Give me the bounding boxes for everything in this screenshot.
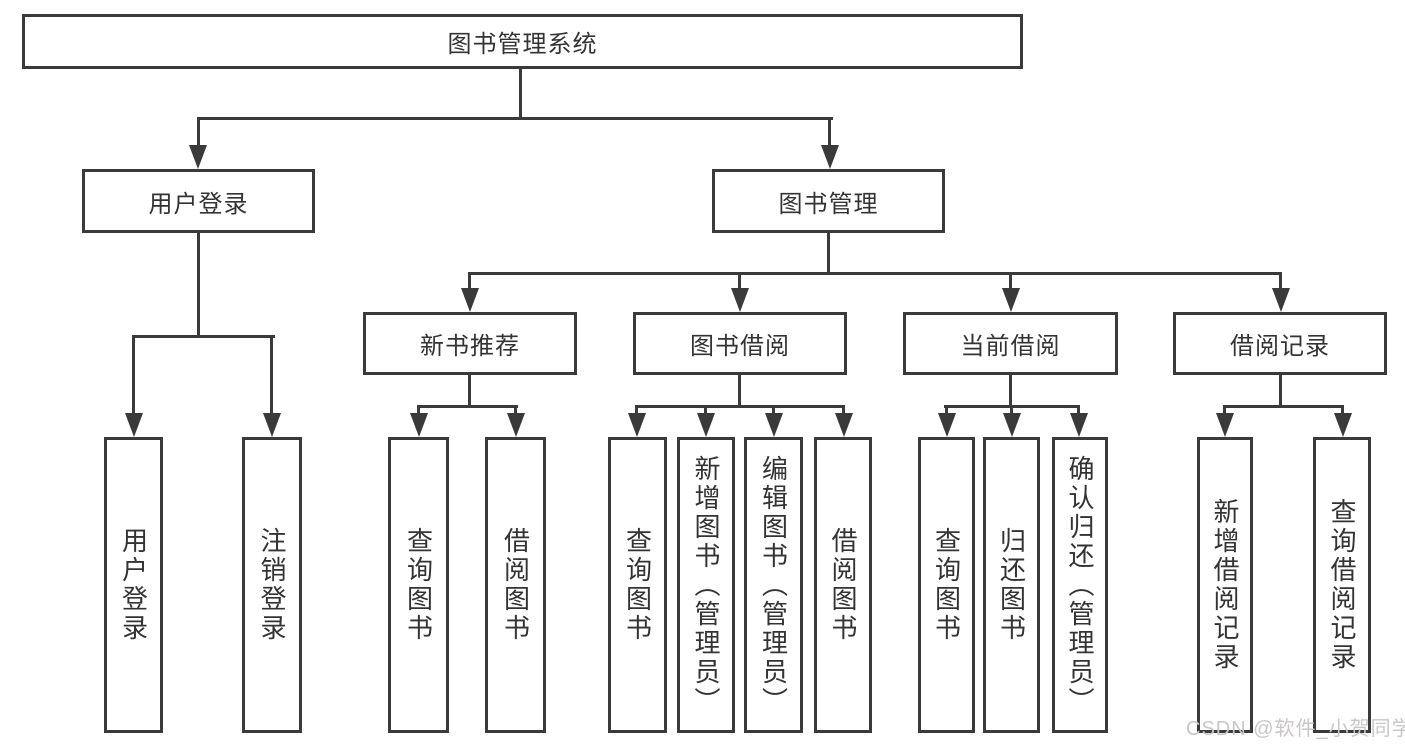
- leaf-user-login: 用户登录: [104, 437, 163, 733]
- connector-to-new-book-rec: [468, 272, 471, 295]
- leaf-bb-add-label: 新增图书（管理员）: [691, 454, 721, 716]
- arrow-down-icon: [410, 413, 428, 437]
- connector-root-split: [197, 117, 833, 120]
- leaf-nb-borrow: 借阅图书: [485, 437, 546, 733]
- connector-borrow-records-stem: [1279, 375, 1282, 408]
- arrow-down-icon: [835, 413, 853, 437]
- connector-root-stem: [519, 69, 522, 119]
- leaf-bb-query-label: 查询图书: [622, 527, 653, 643]
- arrow-down-icon: [765, 413, 783, 437]
- leaf-bb-borrow: 借阅图书: [814, 437, 872, 733]
- arrow-down-icon: [628, 413, 646, 437]
- connector-current-borrow-stem: [1009, 375, 1012, 408]
- arrow-down-icon: [507, 413, 525, 437]
- connector-user-login-split: [132, 335, 275, 338]
- arrow-down-icon: [1003, 413, 1021, 437]
- leaf-nb-query: 查询图书: [388, 437, 449, 733]
- arrow-down-icon: [1334, 413, 1352, 437]
- leaf-user-login-label: 用户登录: [118, 527, 149, 643]
- leaf-nb-borrow-label: 借阅图书: [500, 527, 531, 643]
- leaf-br-query: 查询借阅记录: [1313, 437, 1371, 733]
- node-current-borrow: 当前借阅: [903, 312, 1118, 375]
- leaf-bb-edit-label: 编辑图书（管理员）: [758, 454, 789, 716]
- connector-to-leaf-logout: [270, 335, 273, 421]
- node-borrow-records-label: 借阅记录: [1230, 333, 1330, 360]
- connector-to-borrow-records: [1279, 272, 1282, 295]
- leaf-cb-query-label: 查询图书: [931, 527, 962, 643]
- connector-book-mgmt-stem: [827, 232, 830, 275]
- leaf-cb-return: 归还图书: [983, 437, 1040, 733]
- leaf-cb-return-label: 归还图书: [996, 527, 1027, 643]
- node-user-login: 用户登录: [82, 169, 315, 233]
- arrow-down-icon: [1216, 413, 1234, 437]
- arrow-down-icon: [938, 413, 956, 437]
- node-root: 图书管理系统: [22, 14, 1023, 69]
- leaf-br-query-label: 查询借阅记录: [1327, 498, 1357, 672]
- leaf-br-add-label: 新增借阅记录: [1210, 498, 1240, 672]
- node-new-book-rec-label: 新书推荐: [420, 333, 520, 360]
- arrow-down-icon: [1272, 288, 1290, 312]
- connector-to-current-borrow: [1009, 272, 1012, 295]
- node-user-login-label: 用户登录: [148, 190, 249, 218]
- leaf-bb-borrow-label: 借阅图书: [828, 527, 858, 643]
- arrow-down-icon: [189, 145, 207, 169]
- node-root-label: 图书管理系统: [447, 31, 598, 58]
- arrow-down-icon: [1070, 413, 1088, 437]
- leaf-bb-query: 查询图书: [608, 437, 667, 733]
- connector-book-borrow-split: [635, 405, 845, 408]
- arrow-down-icon: [461, 288, 479, 312]
- connector-to-user-login: [197, 117, 200, 151]
- arrow-down-icon: [125, 413, 143, 437]
- connector-to-book-mgmt: [828, 117, 831, 151]
- node-book-borrow-label: 图书借阅: [690, 333, 790, 360]
- node-new-book-rec: 新书推荐: [363, 312, 577, 375]
- leaf-cb-query: 查询图书: [918, 437, 975, 733]
- arrow-down-icon: [697, 413, 715, 437]
- node-book-mgmt: 图书管理: [712, 169, 945, 233]
- node-current-borrow-label: 当前借阅: [960, 333, 1061, 360]
- connector-to-leaf-login: [132, 335, 135, 421]
- arrow-down-icon: [263, 413, 281, 437]
- node-book-mgmt-label: 图书管理: [778, 190, 879, 218]
- connector-to-book-borrow: [738, 272, 741, 295]
- arrow-down-icon: [731, 288, 749, 312]
- leaf-cb-confirm-label: 确认归还（管理员）: [1065, 454, 1095, 716]
- leaf-bb-edit: 编辑图书（管理员）: [744, 437, 803, 733]
- arrow-down-icon: [1002, 288, 1020, 312]
- node-borrow-records: 借阅记录: [1173, 312, 1387, 375]
- node-book-borrow: 图书借阅: [633, 312, 847, 375]
- leaf-nb-query-label: 查询图书: [403, 527, 434, 643]
- connector-new-book-rec-split: [417, 405, 518, 408]
- connector-new-book-rec-stem: [468, 375, 471, 408]
- arrow-down-icon: [821, 145, 839, 169]
- connector-level3-split: [468, 272, 1282, 275]
- connector-borrow-records-split: [1223, 405, 1344, 408]
- leaf-bb-add: 新增图书（管理员）: [677, 437, 735, 733]
- leaf-cb-confirm: 确认归还（管理员）: [1052, 437, 1108, 733]
- leaf-br-add: 新增借阅记录: [1197, 437, 1253, 733]
- leaf-logout: 注销登录: [242, 437, 302, 733]
- leaf-logout-label: 注销登录: [257, 527, 287, 643]
- connector-user-login-stem: [197, 232, 200, 337]
- connector-book-borrow-stem: [738, 375, 741, 408]
- csdn-watermark: CSDN @软件_小贺同学: [1186, 718, 1405, 740]
